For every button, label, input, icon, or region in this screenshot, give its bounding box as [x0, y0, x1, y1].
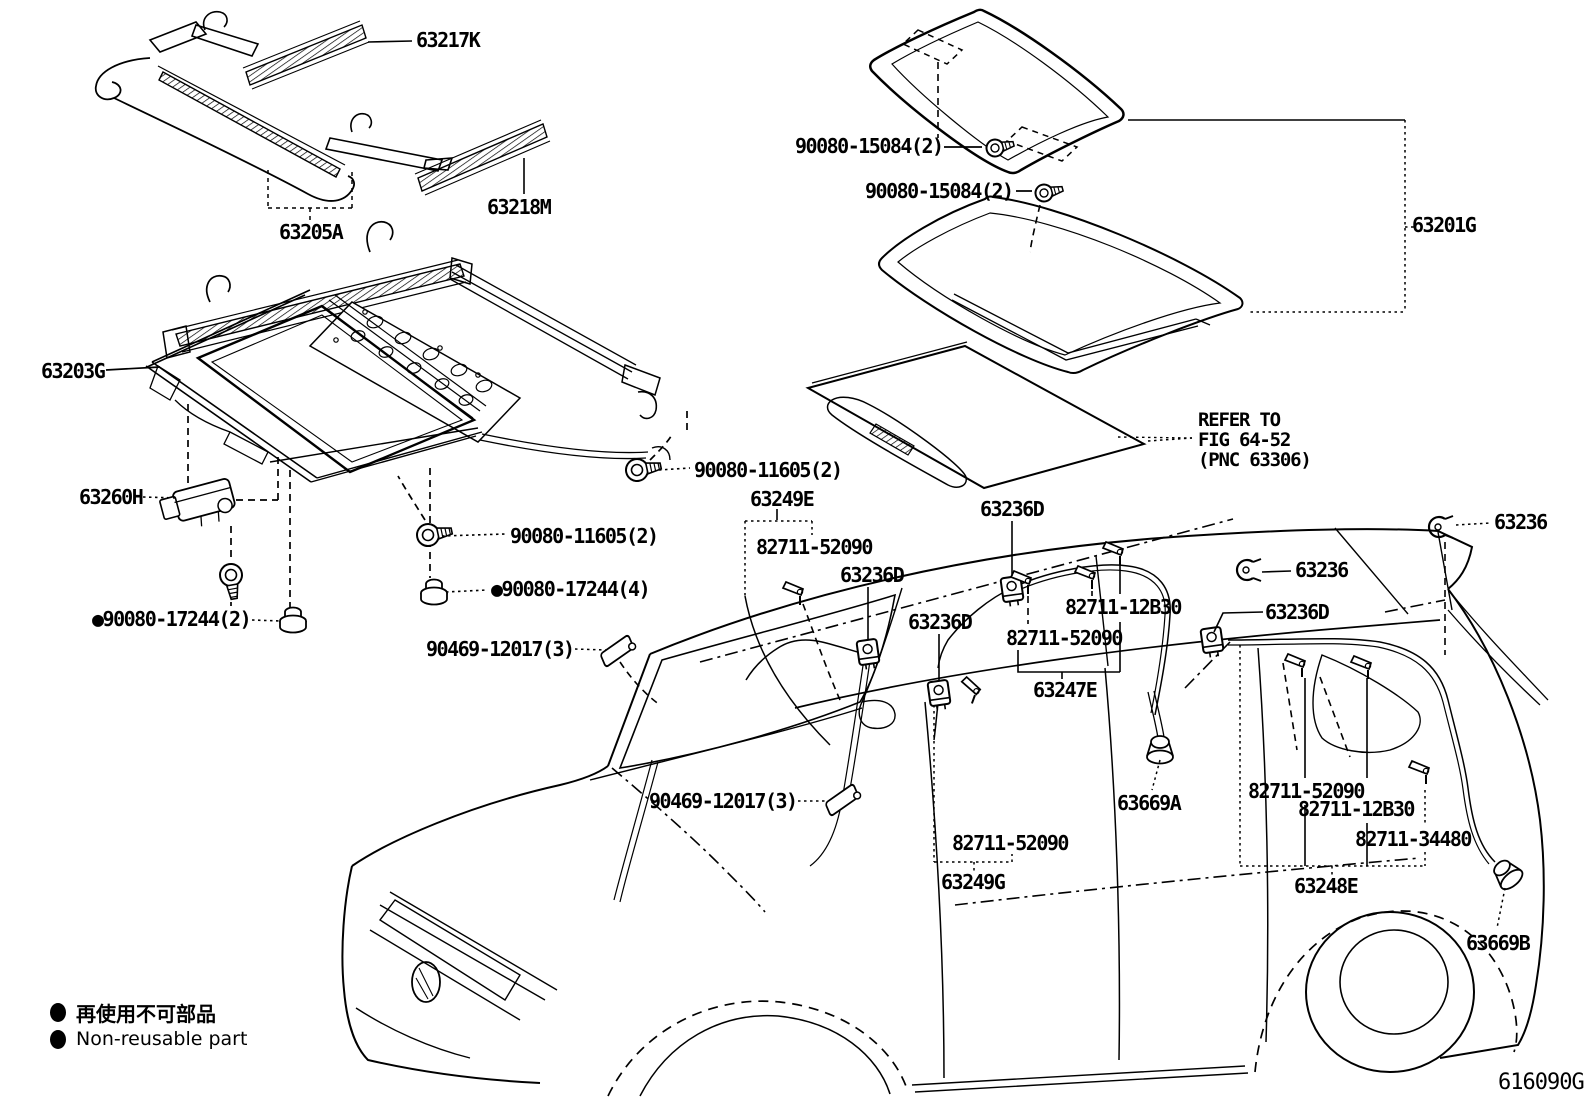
part-label-90080-17244-4: ●90080-17244(4)	[491, 577, 651, 601]
legend-text-jp: 再使用不可部品	[76, 1002, 216, 1026]
harness-clip-icon	[926, 678, 953, 713]
tape-clamp-icon	[596, 633, 638, 670]
wind-deflector-drawing	[94, 10, 551, 220]
non-reusable-bullet-icon	[50, 1029, 66, 1049]
part-label-63205A: 63205A	[279, 220, 344, 244]
wire-clip-icon	[1408, 760, 1430, 785]
weatherstrip-drawing	[878, 195, 1244, 375]
deflector-rail-63218M	[414, 119, 551, 196]
wire-clip-icon	[782, 581, 804, 606]
deflector-rail-63217K	[242, 20, 413, 90]
wire-clip-icon	[1350, 655, 1372, 680]
part-label-63217K: 63217K	[416, 28, 481, 52]
part-label-82711-52090-c: 82711-52090	[952, 831, 1069, 855]
grommet-icon	[1146, 735, 1174, 765]
part-label-63203G: 63203G	[41, 359, 106, 383]
roof-clip-icon	[1235, 557, 1263, 583]
part-label-63236-b: 63236	[1494, 510, 1548, 534]
car-body-drawing	[341, 518, 1549, 1097]
part-label-63247E: 63247E	[1033, 678, 1098, 702]
part-label-82711-12B30-a: 82711-12B30	[1065, 595, 1182, 619]
legend-row-en: Non-reusable part	[50, 1028, 247, 1050]
part-label-63249G: 63249G	[941, 870, 1006, 894]
legend-text-en: Non-reusable part	[76, 1028, 248, 1050]
bolt-icon	[217, 561, 248, 602]
part-label-63669A: 63669A	[1117, 791, 1182, 815]
refer-note: REFER TO FIG 64-52 (PNC 63306)	[1198, 409, 1312, 471]
part-label-63201G: 63201G	[1412, 213, 1477, 237]
part-label-90080-11605-a: 90080-11605(2)	[694, 458, 843, 482]
tape-clamp-icon	[821, 782, 863, 819]
note-leader	[1117, 436, 1193, 439]
bolt-icon	[413, 518, 455, 550]
nut-icon	[420, 578, 448, 606]
nut-icon	[279, 606, 307, 634]
part-label-82711-52090-a: 82711-52090	[756, 535, 873, 559]
refer-note-line2: FIG 64-52	[1198, 429, 1291, 451]
part-label-82711-12B30-b: 82711-12B30	[1298, 797, 1415, 821]
part-label-63236-a: 63236	[1295, 558, 1349, 582]
part-label-90080-15084-b: 90080-15084(2)	[865, 179, 1014, 203]
part-label-63249E: 63249E	[750, 487, 815, 511]
part-label-82711-34480: 82711-34480	[1355, 827, 1472, 851]
wire-clip-icon	[1284, 653, 1306, 678]
part-label-82711-52090-d: 82711-52090	[1248, 779, 1365, 803]
wire-clip-icon	[954, 675, 984, 706]
part-label-90469-12017-a: 90469-12017(3)	[426, 637, 575, 661]
part-label-63669B: 63669B	[1466, 931, 1531, 955]
wire-clip-icon	[1074, 565, 1096, 590]
part-label-82711-52090-b: 82711-52090	[1006, 626, 1123, 650]
part-label-63236D-b: 63236D	[980, 497, 1045, 521]
sunshade-drawing	[805, 293, 1211, 490]
part-label-90469-12017-b: 90469-12017(3)	[649, 789, 798, 813]
harness-clip-icon	[1199, 625, 1226, 660]
roof-clip-icon	[1427, 514, 1455, 540]
part-label-63236D-a: 63236D	[840, 563, 905, 587]
part-label-63236D-c: 63236D	[908, 610, 973, 634]
legend-row-jp: 再使用不可部品	[50, 998, 216, 1027]
screw-icon	[1032, 178, 1066, 205]
diagram-code: 616090G	[1498, 1070, 1585, 1095]
part-label-90080-11605-b: 90080-11605(2)	[510, 524, 659, 548]
sunroof-glass-drawing	[869, 8, 1416, 313]
screw-icon	[983, 133, 1017, 160]
part-label-63236D-d: 63236D	[1265, 600, 1330, 624]
non-reusable-bullet-icon	[50, 1003, 66, 1022]
harness-and-clips	[574, 509, 1527, 929]
part-label-63260H: 63260H	[79, 485, 144, 509]
sunroof-motor-drawing	[159, 478, 236, 527]
part-label-63248E: 63248E	[1294, 874, 1359, 898]
refer-note-line1: REFER TO	[1198, 409, 1281, 431]
part-label-90080-15084-a: 90080-15084(2)	[795, 134, 944, 158]
roof-housing-drawing	[105, 221, 691, 634]
refer-note-line3: (PNC 63306)	[1198, 449, 1312, 471]
part-label-63218M: 63218M	[487, 195, 552, 219]
part-label-90080-17244-2: ●90080-17244(2)	[92, 607, 252, 631]
